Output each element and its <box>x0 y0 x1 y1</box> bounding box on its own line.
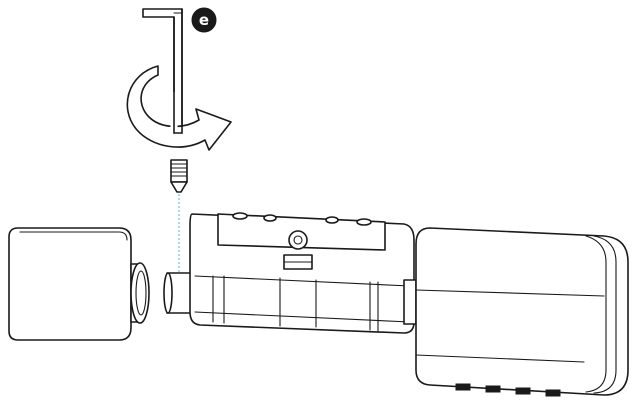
step-badge-circle <box>191 7 217 33</box>
left-knob <box>8 227 150 341</box>
rotate-counterclockwise-arrow-icon <box>126 8 232 151</box>
step-badge: e <box>191 7 217 33</box>
lock-housing <box>415 227 629 397</box>
set-screw-icon <box>170 159 188 193</box>
cylinder-body <box>163 212 417 334</box>
step-badge-label: e <box>199 11 209 29</box>
